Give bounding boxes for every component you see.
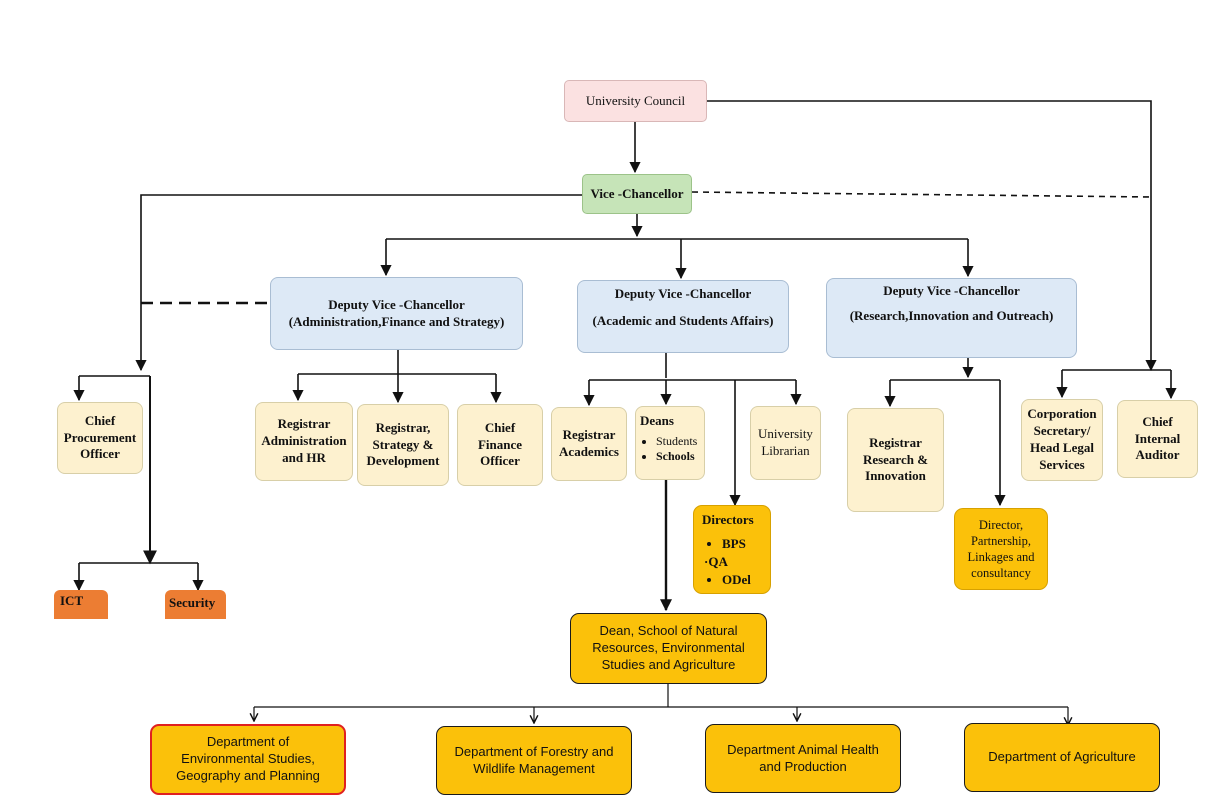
auditor-line: Auditor bbox=[1135, 447, 1180, 463]
vice-chancellor-node: Vice -Chancellor bbox=[582, 174, 692, 214]
cfo-line: Finance bbox=[477, 436, 523, 452]
dir-partnership-line: Partnership, bbox=[970, 533, 1032, 548]
corp-sec-line: Secretary/ bbox=[1033, 423, 1091, 439]
procurement-line: Chief bbox=[84, 412, 116, 428]
ict-node: ICT bbox=[54, 590, 108, 619]
reg-strategy-line: Development bbox=[366, 453, 440, 469]
registrar-academics-node: Registrar Academics bbox=[551, 407, 627, 481]
dvc-academic-line1: Deputy Vice -Chancellor bbox=[614, 286, 752, 301]
dvc-research-node: Deputy Vice -Chancellor (Research,Innova… bbox=[826, 278, 1077, 358]
dean-school-line: Resources, Environmental bbox=[592, 640, 745, 656]
corp-sec-line: Corporation bbox=[1027, 406, 1097, 422]
librarian-line: Librarian bbox=[761, 443, 810, 458]
dept-env-line: Department of bbox=[206, 734, 290, 750]
dvc-admin-line1: Deputy Vice -Chancellor bbox=[328, 296, 465, 312]
dept-animal-line: and Production bbox=[759, 758, 847, 774]
reg-research-line: Registrar bbox=[869, 434, 922, 450]
security-node: Security bbox=[165, 590, 226, 619]
dean-school-line: Studies and Agriculture bbox=[601, 656, 736, 672]
auditor-line: Chief bbox=[1142, 413, 1173, 429]
directors-item-qa: ·QA bbox=[704, 554, 728, 570]
university-council-label: University Council bbox=[585, 92, 686, 108]
security-label: Security bbox=[169, 595, 216, 610]
dvc-admin-line2: (Administration,Finance and Strategy) bbox=[288, 313, 505, 329]
dean-school-line: Dean, School of Natural bbox=[599, 623, 738, 639]
vice-chancellor-label: Vice -Chancellor bbox=[590, 185, 684, 201]
corp-sec-line: Services bbox=[1039, 456, 1085, 472]
reg-research-line: Innovation bbox=[865, 468, 926, 484]
dept-env-line: Environmental Studies, bbox=[181, 751, 315, 767]
reg-strategy-line: Strategy & bbox=[372, 436, 434, 452]
university-librarian-node: University Librarian bbox=[750, 406, 821, 480]
directors-item-bps: BPS bbox=[722, 535, 751, 553]
dept-env-line: Geography and Planning bbox=[176, 767, 320, 783]
dept-environmental-node: Department of Environmental Studies, Geo… bbox=[150, 724, 346, 795]
directors-item-odel: ODel bbox=[722, 571, 751, 589]
university-council-node: University Council bbox=[564, 80, 707, 122]
dir-partnership-line: Linkages and bbox=[967, 550, 1035, 564]
reg-academics-line: Academics bbox=[559, 444, 619, 459]
dvc-academic-node: Deputy Vice -Chancellor (Academic and St… bbox=[577, 280, 789, 353]
reg-admin-line: and HR bbox=[282, 449, 326, 465]
chief-finance-officer-node: Chief Finance Officer bbox=[457, 404, 543, 486]
directors-title: Directors bbox=[702, 512, 754, 527]
reg-admin-line: Registrar bbox=[277, 416, 331, 432]
directors-node: Directors BPS ·QA ODel bbox=[693, 505, 771, 594]
reg-academics-line: Registrar bbox=[562, 427, 616, 443]
deans-node: Deans Students Schools bbox=[635, 406, 705, 480]
dept-forestry-node: Department of Forestry and Wildlife Mana… bbox=[436, 726, 632, 795]
chief-procurement-officer-node: Chief Procurement Officer bbox=[57, 402, 143, 474]
corp-sec-line: Head Legal bbox=[1030, 440, 1094, 455]
dir-partnership-line: Director, bbox=[978, 517, 1024, 532]
ict-label: ICT bbox=[60, 593, 84, 608]
registrar-administration-node: Registrar Administration and HR bbox=[255, 402, 353, 481]
registrar-research-node: Registrar Research & Innovation bbox=[847, 408, 944, 512]
reg-research-line: Research & bbox=[862, 451, 929, 467]
deans-title: Deans bbox=[640, 413, 674, 428]
procurement-line: Procurement bbox=[63, 429, 137, 445]
dept-animal-line: Department Animal Health bbox=[727, 741, 879, 757]
reg-strategy-line: Registrar, bbox=[375, 419, 431, 435]
director-partnership-node: Director, Partnership, Linkages and cons… bbox=[954, 508, 1048, 590]
procurement-line: Officer bbox=[80, 446, 120, 462]
dir-partnership-line: consultancy bbox=[971, 566, 1031, 581]
dept-agriculture-node: Department of Agriculture bbox=[964, 723, 1160, 792]
dean-school-node: Dean, School of Natural Resources, Envir… bbox=[570, 613, 767, 684]
cfo-line: Officer bbox=[480, 453, 520, 469]
dept-animal-node: Department Animal Health and Production bbox=[705, 724, 901, 793]
dvc-admin-node: Deputy Vice -Chancellor (Administration,… bbox=[270, 277, 523, 350]
auditor-line: Internal bbox=[1134, 430, 1181, 446]
deans-item-students: Students bbox=[656, 434, 697, 450]
registrar-strategy-node: Registrar, Strategy & Development bbox=[357, 404, 449, 486]
cfo-line: Chief bbox=[484, 419, 516, 435]
chief-internal-auditor-node: Chief Internal Auditor bbox=[1117, 400, 1198, 478]
deans-item-schools: Schools bbox=[656, 449, 697, 465]
dvc-research-line2: (Research,Innovation and Outreach) bbox=[849, 307, 1054, 323]
dvc-research-line1: Deputy Vice -Chancellor bbox=[883, 283, 1020, 298]
dept-forestry-line: Wildlife Management bbox=[473, 760, 595, 776]
reg-admin-line: Administration bbox=[261, 433, 347, 449]
librarian-line: University bbox=[758, 426, 813, 442]
dept-agri-line: Department of Agriculture bbox=[988, 749, 1136, 765]
dvc-academic-line2: (Academic and Students Affairs) bbox=[592, 312, 774, 328]
corporation-secretary-node: Corporation Secretary/ Head Legal Servic… bbox=[1021, 399, 1103, 481]
dept-forestry-line: Department of Forestry and bbox=[454, 743, 614, 759]
